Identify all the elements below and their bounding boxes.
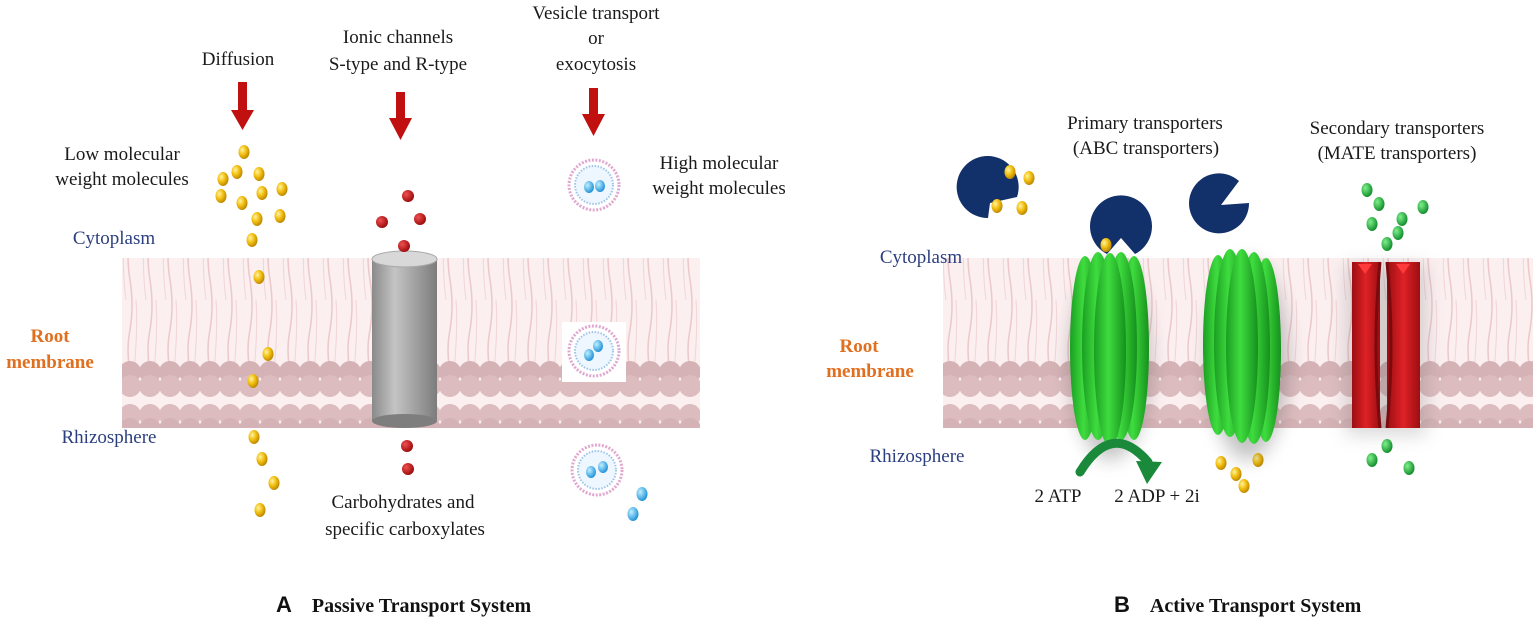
label-mate-transporters: (MATE transporters) <box>1317 143 1477 164</box>
label-exocytosis: exocytosis <box>555 54 637 75</box>
label-high-mw-1: High molecular <box>659 153 779 174</box>
caption-a-letter: A <box>276 592 292 617</box>
label-carbohydrates: Carbohydrates and <box>331 492 475 513</box>
mate-transporter <box>1346 261 1426 435</box>
label-cytoplasm-a: Cytoplasm <box>72 228 156 249</box>
label-rhizosphere-b: Rhizosphere <box>869 446 965 467</box>
substrate-green <box>1361 183 1429 475</box>
label-secondary-transporters: Secondary transporters <box>1309 118 1485 139</box>
arrow-ionic <box>389 92 412 140</box>
low-mw-molecules <box>215 145 288 517</box>
red-arrows-a <box>231 82 605 140</box>
label-adp: 2 ADP + 2i <box>1114 486 1200 507</box>
label-low-mw-2: weight molecules <box>55 169 189 190</box>
label-membrane-b: membrane <box>826 361 914 382</box>
substrate-gold-b <box>991 165 1264 493</box>
caption-b-letter: B <box>1114 592 1130 617</box>
label-abc-transporters: (ABC transporters) <box>1072 138 1220 159</box>
abc-transporter-1 <box>1070 252 1150 460</box>
vesicle-top <box>567 158 621 212</box>
label-primary-transporters: Primary transporters <box>1067 113 1223 134</box>
caption-a: A Passive Transport System <box>276 592 531 618</box>
label-cytoplasm-b: Cytoplasm <box>879 247 963 268</box>
caption-b: B Active Transport System <box>1114 592 1361 618</box>
label-root-b: Root <box>839 336 879 357</box>
vesicles <box>562 158 648 521</box>
label-low-mw-1: Low molecular <box>64 144 180 165</box>
caption-b-text: Active Transport System <box>1149 595 1362 617</box>
label-ionic-types: S-type and R-type <box>328 54 468 75</box>
label-carboxylates: specific carboxylates <box>325 519 485 540</box>
carbohydrate-molecules <box>376 190 426 475</box>
label-atp: 2 ATP <box>1034 486 1082 507</box>
label-ionic-channels: Ionic channels <box>342 27 454 48</box>
label-diffusion: Diffusion <box>201 49 275 70</box>
vesicle-bottom <box>570 443 624 497</box>
label-vesicle-transport: Vesicle transport <box>532 3 660 24</box>
label-or: or <box>588 28 604 49</box>
ion-channel <box>371 250 438 428</box>
arrow-vesicle <box>582 88 605 136</box>
label-high-mw-2: weight molecules <box>652 178 786 199</box>
atp-arrow <box>1075 438 1162 484</box>
label-membrane-a: membrane <box>6 352 94 373</box>
label-rhizosphere-a: Rhizosphere <box>61 427 157 448</box>
abc-transporter-2 <box>1203 249 1288 460</box>
label-root-a: Root <box>30 326 70 347</box>
arrow-diffusion <box>231 82 254 130</box>
vesicle-middle <box>567 324 621 378</box>
caption-a-text: Passive Transport System <box>311 595 532 617</box>
